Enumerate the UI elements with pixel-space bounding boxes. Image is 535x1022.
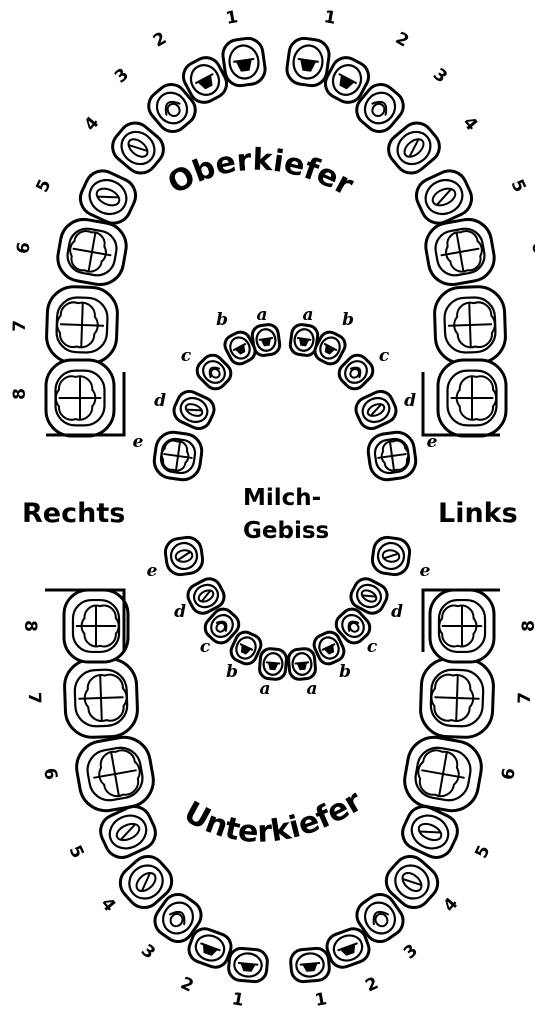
- upper-right-tooth-6: [54, 216, 130, 289]
- upper-right-number-3: 3: [111, 65, 133, 88]
- lower-right-tooth-8: [64, 590, 128, 662]
- lower-jaw-title: Unterkiefer: [178, 783, 368, 850]
- milk-lower-right-letter-e: e: [147, 561, 158, 581]
- lower-right-number-7: 7: [24, 692, 44, 705]
- lower-left-tooth-1: [290, 947, 331, 982]
- upper-right-number-2: 2: [150, 28, 170, 51]
- lower-right-tooth-7: [64, 658, 139, 738]
- lower-right-number-5: 5: [64, 842, 87, 861]
- milk-lower-left-letter-e: e: [420, 561, 431, 581]
- milk-lower-left-letter-b: b: [339, 662, 351, 682]
- milk-upper-right-letter-c: c: [181, 346, 192, 366]
- upper-left-tooth-6: [422, 216, 498, 289]
- milk-upper-right-tooth-e: [152, 430, 204, 482]
- milk-teeth-label-line1: Milch-: [243, 485, 321, 511]
- upper-right-number-1: 1: [224, 7, 239, 29]
- lower-left-number-8: 8: [519, 620, 535, 632]
- milk-lower-right-letter-a: a: [259, 679, 270, 699]
- upper-right-number-8: 8: [10, 388, 30, 400]
- milk-lower-left-tooth-a: [288, 648, 317, 680]
- upper-left-tooth-7: [434, 286, 507, 364]
- lower-left-tooth-6: [400, 733, 485, 815]
- upper-left-number-1: 1: [322, 7, 337, 29]
- upper-jaw-title-text: Oberkiefer: [162, 143, 359, 204]
- milk-teeth-label-line2: Gebiss: [243, 518, 329, 544]
- lower-left-number-4: 4: [440, 894, 463, 916]
- lower-left-tooth-8: [430, 590, 494, 662]
- upper-left-number-2: 2: [392, 28, 412, 51]
- milk-upper-left-letter-c: c: [379, 346, 390, 366]
- upper-left-tooth-8: [438, 360, 506, 436]
- left-side-label: Links: [438, 498, 518, 529]
- milk-upper-left-tooth-e: [366, 430, 418, 482]
- lower-jaw-title-text: Unterkiefer: [178, 783, 368, 850]
- lower-right-tooth-6: [72, 733, 157, 815]
- upper-left-number-6: 6: [527, 240, 535, 255]
- upper-right-number-5: 5: [32, 176, 55, 195]
- upper-right-number-7: 7: [10, 320, 30, 333]
- lower-right-number-3: 3: [137, 941, 159, 964]
- milk-upper-right-letter-a: a: [256, 305, 267, 325]
- milk-lower-left-letter-d: d: [391, 602, 403, 622]
- lower-left-number-5: 5: [471, 842, 494, 861]
- upper-right-tooth-1: [221, 36, 267, 87]
- milk-upper-right-letter-d: d: [154, 391, 166, 411]
- upper-left-number-3: 3: [429, 65, 451, 88]
- milk-lower-right-letter-c: c: [200, 637, 211, 657]
- lower-right-number-8: 8: [20, 620, 40, 632]
- milk-lower-right-tooth-e: [164, 536, 205, 577]
- milk-upper-left-tooth-d: [352, 387, 400, 432]
- milk-upper-left-letter-d: d: [404, 391, 416, 411]
- lower-right-number-2: 2: [177, 973, 196, 996]
- milk-lower-left-letter-a: a: [306, 679, 317, 699]
- lower-right-number-6: 6: [39, 766, 61, 781]
- lower-left-number-6: 6: [498, 766, 520, 781]
- lower-left-number-2: 2: [362, 973, 381, 996]
- upper-left-number-5: 5: [506, 176, 529, 195]
- milk-upper-left-letter-a: a: [302, 305, 313, 325]
- upper-right-number-4: 4: [81, 113, 104, 135]
- milk-upper-right-letter-e: e: [133, 432, 144, 452]
- lower-right-tooth-1: [228, 947, 269, 982]
- upper-right-number-6: 6: [13, 240, 35, 255]
- upper-jaw-title: Oberkiefer: [162, 143, 359, 204]
- milk-upper-left-letter-b: b: [342, 310, 354, 330]
- right-side-label: Rechts: [22, 498, 125, 529]
- lower-right-number-1: 1: [230, 989, 245, 1011]
- lower-left-tooth-7: [420, 658, 495, 738]
- milk-upper-right-tooth-d: [170, 387, 218, 432]
- upper-left-number-4: 4: [459, 113, 482, 135]
- upper-right-tooth-8: [46, 360, 114, 436]
- milk-lower-right-letter-d: d: [174, 602, 186, 622]
- upper-left-tooth-1: [285, 36, 331, 87]
- milk-lower-right-tooth-a: [259, 648, 288, 680]
- lower-left-number-3: 3: [400, 941, 422, 964]
- milk-lower-left-tooth-e: [371, 536, 412, 577]
- lower-right-number-4: 4: [97, 894, 120, 916]
- lower-left-number-7: 7: [515, 692, 535, 705]
- milk-lower-left-letter-c: c: [367, 637, 378, 657]
- milk-upper-right-letter-b: b: [216, 310, 228, 330]
- upper-right-tooth-7: [46, 286, 119, 364]
- milk-lower-right-letter-b: b: [226, 662, 238, 682]
- lower-left-number-1: 1: [313, 989, 328, 1011]
